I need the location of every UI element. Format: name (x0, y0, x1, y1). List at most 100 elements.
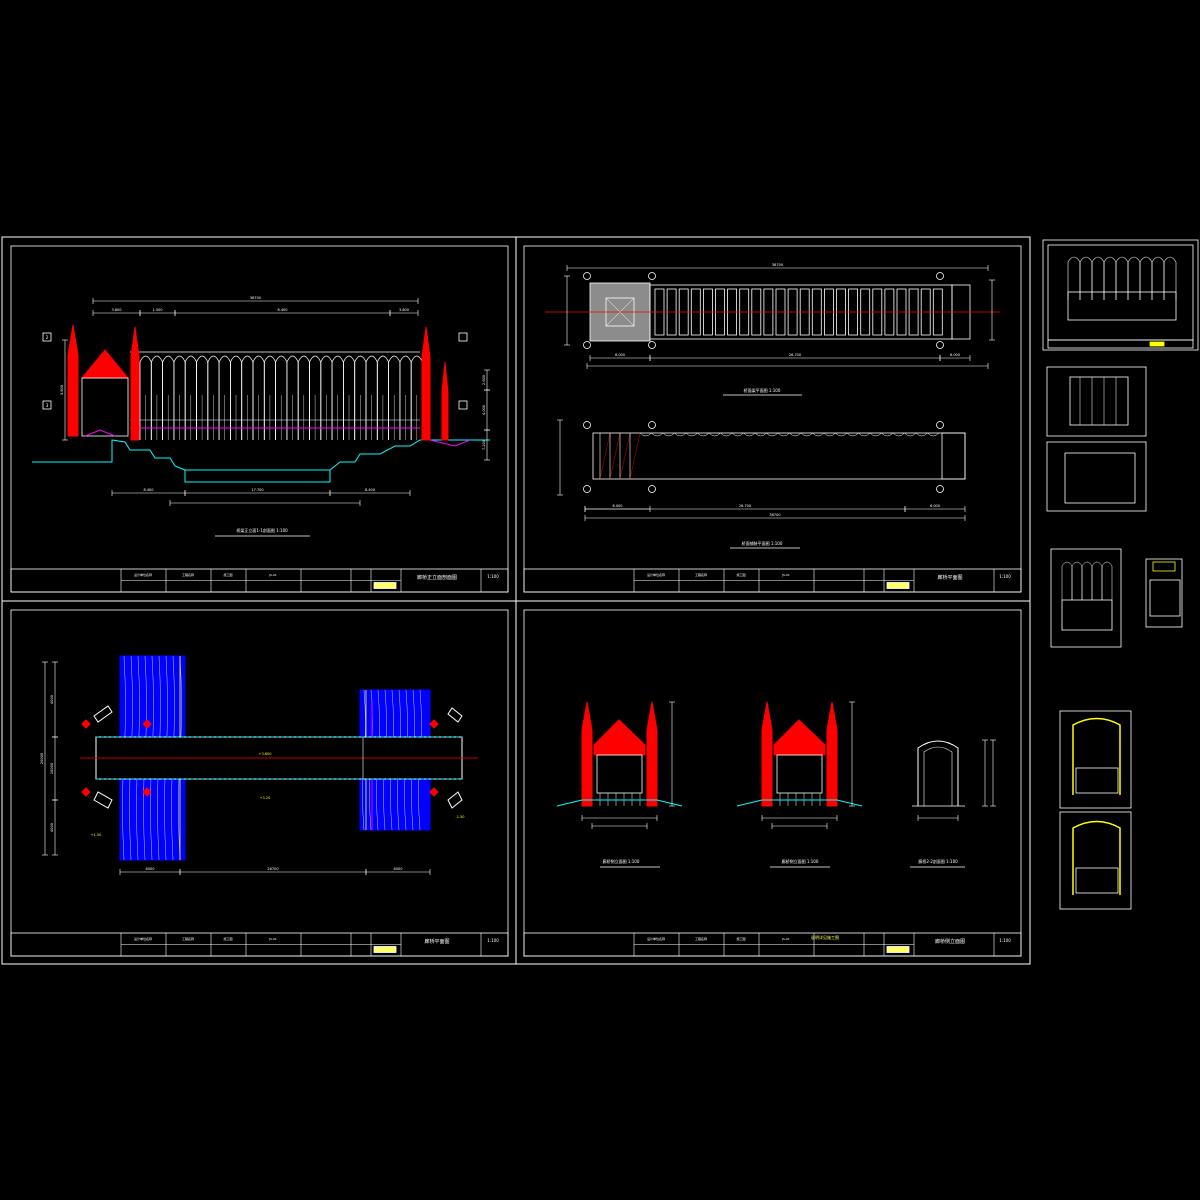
title-stage: 施工图 (223, 936, 232, 941)
section-marker (458, 332, 468, 342)
title-block (10, 932, 509, 957)
paving-hatch-red (629, 432, 641, 480)
side-opening (596, 754, 643, 794)
dimension-label: 38700 (772, 263, 783, 267)
dimension-label-vertical: 10000 (50, 763, 54, 774)
terrain-profile (32, 439, 490, 471)
thumb-arch (1163, 256, 1177, 300)
red-spire-tower (130, 326, 140, 441)
paving-scallop (869, 432, 882, 437)
title-stamp (886, 582, 910, 589)
thumb-arch (1101, 561, 1113, 600)
red-spire-tower (421, 326, 431, 441)
survey-marker-red (81, 719, 91, 729)
paving-scallop (708, 432, 721, 437)
column-symbol (648, 272, 656, 280)
pavilion-body (81, 377, 129, 437)
sheet1-scale: 1:100 (487, 574, 499, 579)
survey-marker-red (429, 719, 439, 729)
title-stamp (373, 946, 397, 953)
thumb-frame (1046, 366, 1147, 437)
outer-paper-frame (1, 236, 1031, 965)
column-symbol (648, 485, 656, 493)
thumb-plan (1064, 452, 1136, 504)
title-project: 工程名称 (182, 572, 194, 577)
column-symbol (648, 341, 656, 349)
paving-hatch-red (609, 432, 621, 480)
title-block (10, 568, 509, 593)
thumb-detail (1149, 579, 1181, 617)
sheet4-scale: 1:100 (999, 938, 1011, 943)
title-company: 设计单位名称 (134, 936, 152, 941)
sheet4-view-1: 廊桥侧立面图 1:100 (603, 858, 640, 864)
elevation-label: +3.20 (260, 796, 271, 800)
column-symbol (936, 272, 944, 280)
deck-end-plan (941, 432, 966, 480)
thumbnail-sheets (1042, 239, 1199, 910)
dimension-label: 6.000 (615, 353, 625, 357)
paving-scallop (846, 432, 859, 437)
title-drawing-no: JS-01 (268, 573, 277, 577)
red-spire-tower (441, 361, 449, 441)
survey-marker-red (142, 787, 152, 797)
side-roof-band (773, 744, 826, 756)
title-project: 工程名称 (182, 936, 194, 941)
paving-scallop (823, 432, 836, 437)
stair-magenta-left (84, 429, 116, 437)
thumb-section-yellow (1072, 820, 1121, 895)
dimension-label: 6000 (146, 867, 155, 871)
survey-marker-red (81, 787, 91, 797)
elevation-label: -1.50 (455, 815, 464, 819)
section-marker (458, 400, 468, 410)
elevation-label: +1.50 (91, 833, 102, 837)
dimension-label-vertical: 20000 (40, 753, 44, 764)
column-symbol (936, 421, 944, 429)
paving-scallop (766, 432, 779, 437)
river-channel (184, 470, 331, 483)
thumb-detail-yellow (1152, 561, 1176, 572)
thumb-frame (1059, 811, 1132, 910)
sheet4-note: 说明详见施工图 (811, 934, 839, 940)
paving-scallop (904, 432, 917, 437)
column-symbol (936, 341, 944, 349)
title-project: 工程名称 (695, 572, 707, 577)
side-red-spire (826, 701, 838, 807)
title-stamp (373, 582, 397, 589)
thumb-frame (1059, 710, 1132, 809)
title-block (523, 568, 1022, 593)
thumb-base (1061, 599, 1113, 631)
title-company: 设计单位名称 (134, 572, 152, 577)
dimension-label: 38700 (769, 513, 780, 517)
dimension-label: 8.400 (143, 488, 153, 492)
title-company: 设计单位名称 (647, 572, 665, 577)
title-stage: 施工图 (736, 572, 745, 577)
dimension-label: 6.000 (612, 504, 622, 508)
dimension-label: 6.000 (930, 504, 940, 508)
thumb-title-block (1047, 339, 1194, 349)
side-red-spire (581, 701, 593, 807)
paving-scallop (639, 432, 652, 437)
thumb-section-yellow (1072, 717, 1121, 795)
title-stamp (886, 946, 910, 953)
thumb-frame (1145, 558, 1183, 628)
side-roof-band (593, 744, 646, 756)
wing-wall (447, 707, 463, 723)
sheet2-title-top: 桥面梁平面图 1:100 (744, 387, 781, 393)
sheet1-view-title: 桥梁正立面1-1剖面图 1:100 (236, 527, 288, 533)
paving-scallop (777, 432, 790, 437)
paving-hatch-red (619, 432, 631, 480)
title-stage: 施工图 (223, 572, 232, 577)
paving-scallop (697, 432, 710, 437)
paving-hatch-red (599, 432, 611, 480)
paving-scallop (720, 432, 733, 437)
title-company: 设计单位名称 (647, 936, 665, 941)
paving-scallop (789, 432, 802, 437)
paving-scallop (927, 432, 940, 437)
paving-scallop (812, 432, 825, 437)
dimension-label-vertical: 7.200 (482, 440, 486, 450)
thumb-frame (1046, 441, 1147, 512)
title-stage: 施工图 (736, 936, 745, 941)
